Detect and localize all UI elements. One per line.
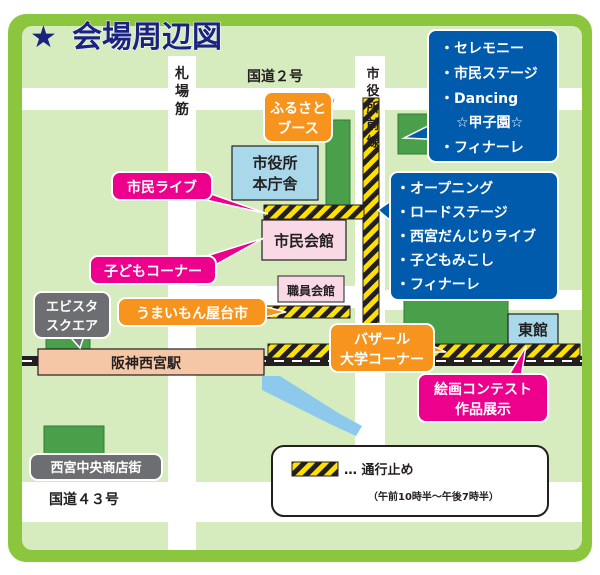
cityhall-label-2: 本庁舎 [252,175,298,193]
shotengai-label: 西宮中央商店街 [50,460,141,476]
ebisuta-label-2: スクエア [46,319,98,334]
shiyakusho-char-5: 線 [366,134,380,150]
events-top-item-5: ・フィナーレ [440,140,524,156]
kaiga-label-1: 絵画コンテスト [434,381,532,398]
station-label: 阪神西宮駅 [111,355,182,372]
kaikan-label: 市民会館 [274,232,334,250]
furusato-label-2: ブース [277,120,318,137]
events-mid-item-3: ・西宮だんじりライブ [396,228,536,245]
kaiga-label-2: 作品展示 [455,401,511,418]
events-mid-box [389,171,559,301]
events-mid-item-2: ・ロードステージ [396,205,508,221]
building-higashi [507,313,559,345]
callout-kodomo-corner [89,255,217,285]
shiyakusho-char-4: 前 [366,117,379,133]
callout-shotengai [29,453,163,481]
kodomo-corner-label: 子どもコーナー [104,264,202,280]
furusato-label-1: ふるさと [270,101,326,117]
bazaar-label-1: バザール [354,332,410,348]
building-cityhall [231,145,319,201]
fudaba-char-3: 筋 [175,101,189,118]
bazaar-label-2: 大学コーナー [340,351,424,368]
events-top-item-3: ・Dancing [440,91,518,107]
shokuin-label: 職員会館 [287,283,335,298]
legend-note: （午前10時半～午後7時半） [368,490,499,503]
events-mid-item-1: ・オープニング [396,180,493,197]
events-top-item-1: ・セレモニー [440,41,524,57]
river [262,376,362,436]
callout-furusato [263,91,333,143]
legend-hatch-swatch [291,461,339,477]
callout-kaiga [417,373,549,423]
fudaba-char-1: 札 [174,65,189,82]
callout-ebisuta [33,291,111,339]
fudaba-char-2: 場 [175,83,189,100]
events-top-box [427,29,559,163]
map-title: 会場周辺図 [72,20,222,55]
ebisuta-label-1: エビスタ [46,299,98,315]
higashi-label: 東館 [518,321,548,339]
closed-road-kaikan [263,204,365,220]
events-mid-item-4: ・子どもみこし [396,253,494,269]
legend-label: … 通行止め [344,462,414,478]
legend-box [271,445,549,517]
shimin-live-label: 市民ライブ [127,179,197,196]
shiyakusho-char-3: 所 [366,100,379,116]
events-top-item-4: ☆甲子園☆ [456,115,523,131]
umaimon-label: うまいもん屋台市 [136,305,248,322]
callout-umaimon [117,297,267,327]
kokudo43-label: 国道４３号 [49,491,119,508]
events-mid-item-5: ・フィナーレ [396,277,480,293]
shiyakusho-char-2: 役 [366,83,379,99]
cityhall-label-1: 市役所 [252,154,297,172]
building-kaikan [261,219,347,261]
park-cityhall-east [325,119,351,215]
closed-road-vertical [362,97,380,337]
events-top-item-2: ・市民ステージ [440,65,538,82]
building-station [37,348,265,376]
kokudo2-label: 国道２号 [247,68,303,85]
shiyakusho-char-1: 市 [366,66,379,82]
title-star-icon: ★ [30,20,57,55]
callout-shimin-live [111,171,213,201]
callout-bazaar [329,323,435,373]
building-shokuin [277,275,345,303]
